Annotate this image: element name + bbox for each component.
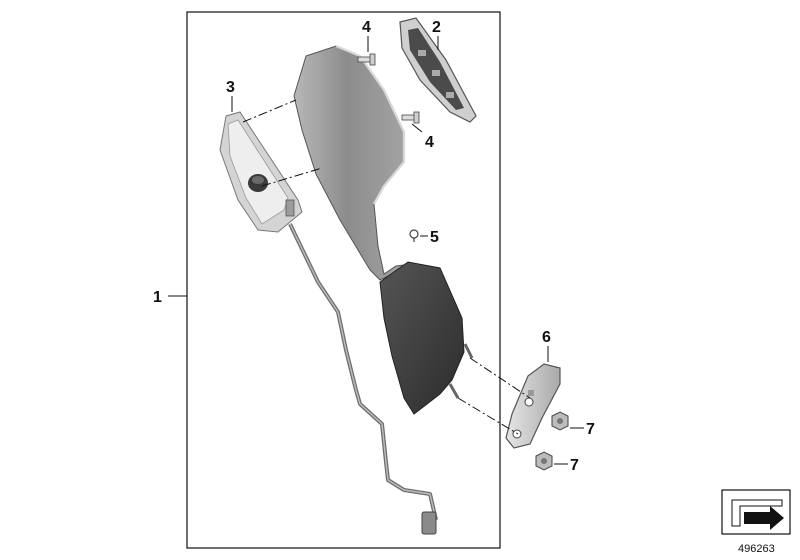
indicator-unit bbox=[219, 111, 303, 233]
callout-6: 6 bbox=[542, 329, 551, 346]
mounting-plate bbox=[505, 363, 561, 449]
stem-stud-lower bbox=[448, 383, 460, 399]
cable-connector bbox=[421, 511, 437, 535]
callout-7-lower: 7 bbox=[570, 457, 579, 474]
callout-1: 1 bbox=[153, 289, 162, 306]
mirror-housing bbox=[293, 45, 413, 281]
assembly-lines bbox=[242, 99, 531, 435]
mirror-stem-base bbox=[379, 261, 465, 415]
nut-lower bbox=[535, 451, 553, 471]
screw-upper bbox=[357, 53, 376, 66]
mirror-glass-cover bbox=[399, 17, 477, 123]
nut-upper bbox=[551, 411, 569, 431]
reference-number: 496263 bbox=[738, 543, 775, 555]
callout-5: 5 bbox=[430, 229, 439, 246]
arrow-in-box-icon bbox=[721, 489, 791, 535]
assembly-frame bbox=[186, 11, 501, 549]
mirror-cable-highlight bbox=[289, 223, 437, 521]
callout-4-lower: 4 bbox=[425, 134, 434, 151]
callout-7-upper: 7 bbox=[586, 421, 595, 438]
screw-lower bbox=[401, 111, 420, 124]
stem-stud-upper bbox=[463, 343, 474, 359]
callout-2: 2 bbox=[432, 19, 441, 36]
callout-4-upper: 4 bbox=[362, 19, 371, 36]
mirror-housing-edge bbox=[335, 44, 406, 205]
clip-part bbox=[409, 229, 419, 242]
callout-3: 3 bbox=[226, 79, 235, 96]
leader-lines bbox=[231, 36, 584, 465]
